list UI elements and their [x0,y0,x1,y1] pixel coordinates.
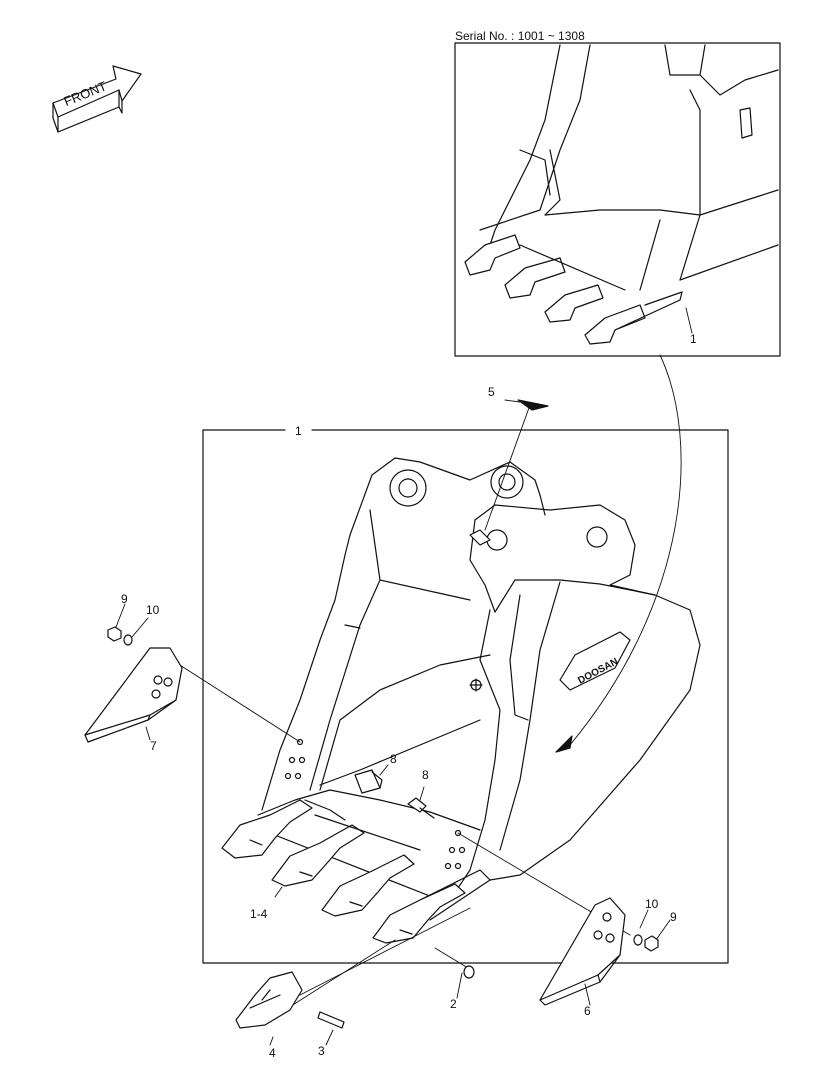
main-bucket: DOOSAN [221,457,701,944]
callout-9-left: 9 [121,592,128,606]
bolt-left-icon [354,769,383,794]
callout-5: 5 [488,385,495,399]
callout-2: 2 [450,997,457,1011]
side-protector-left [84,647,183,743]
front-arrow-icon [52,65,142,133]
washer-left-icon [123,634,133,646]
wedge-part-icon [517,399,549,411]
washer-right-icon [633,934,643,946]
callout-1-main: 1 [295,424,302,438]
main-frame [202,429,729,964]
inset-bucket [464,44,779,345]
inset-frame [454,42,781,357]
callout-10-right: 10 [645,897,659,911]
side-protector-right [539,897,626,1006]
pin-icon [317,1011,345,1029]
tooth-point-icon [235,971,303,1029]
retainer-icon [463,965,475,979]
callout-4: 4 [269,1046,276,1060]
callout-1-inset: 1 [690,332,697,346]
callout-6: 6 [584,1004,591,1018]
callout-9-right: 9 [670,910,677,924]
callout-10-left: 10 [146,603,160,617]
callout-7: 7 [150,739,157,753]
leader-lines [115,307,693,1046]
callout-3: 3 [318,1044,325,1058]
nut-right-icon [644,935,659,952]
callout-1-4: 1-4 [250,907,268,921]
callout-8-left: 8 [390,752,397,766]
serial-number: Serial No. : 1001 ~ 1308 [455,29,585,43]
nut-left-icon [107,626,122,642]
bolt-right-icon [407,797,435,819]
arrowhead-icon [555,735,573,753]
callout-8-right: 8 [422,768,429,782]
